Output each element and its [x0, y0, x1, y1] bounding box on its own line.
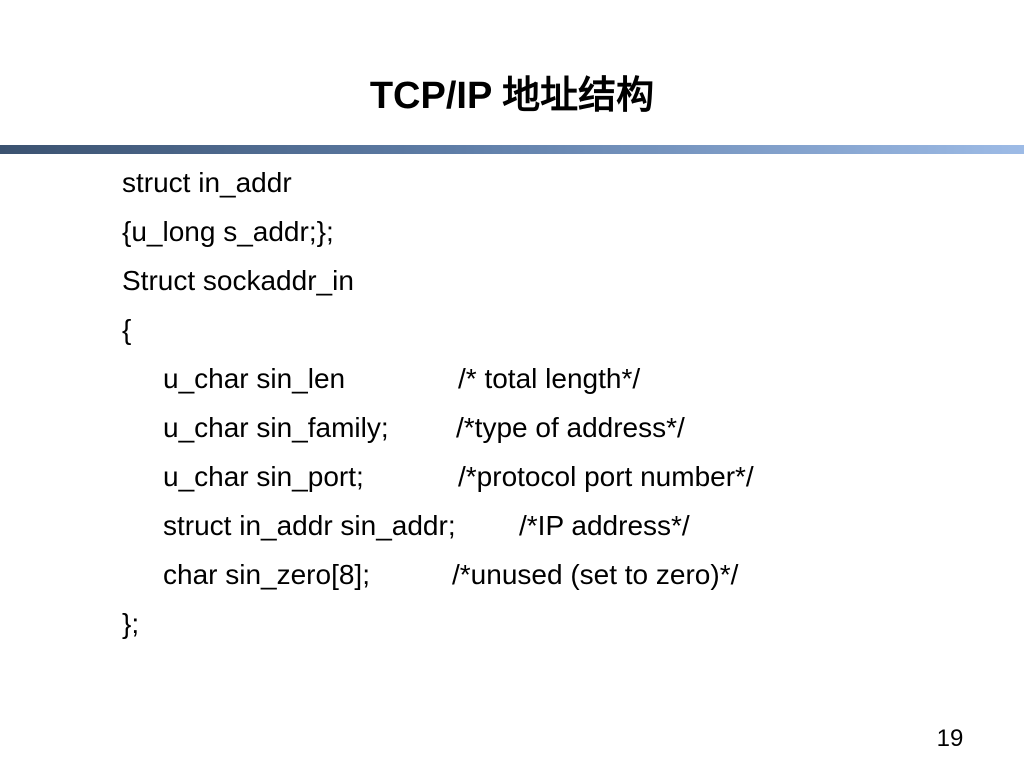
code-comment: /* total length*/: [458, 363, 641, 394]
slide-title: TCP/IP 地址结构: [369, 75, 655, 117]
code-text: u_char sin_port;: [163, 461, 364, 492]
code-text: struct in_addr: [122, 167, 292, 198]
code-line: {u_long s_addr;};: [122, 211, 982, 260]
code-line: struct in_addr sin_addr; /*IP address*/: [122, 505, 982, 554]
code-comment: /*IP address*/: [519, 510, 690, 541]
code-line: u_char sin_family; /*type of address*/: [122, 407, 982, 456]
title-divider: [0, 145, 1024, 154]
code-listing: struct in_addr {u_long s_addr;}; Struct …: [122, 162, 982, 652]
code-text: u_char sin_len: [163, 363, 346, 394]
code-line: u_char sin_len /* total length*/: [122, 358, 982, 407]
code-text: {: [122, 314, 132, 345]
code-line: };: [122, 603, 982, 652]
code-text: Struct sockaddr_in: [122, 265, 354, 296]
page-number: 19: [936, 725, 964, 752]
code-line: struct in_addr: [122, 162, 982, 211]
code-text: u_char sin_family;: [163, 412, 389, 443]
code-text: struct in_addr sin_addr;: [163, 510, 456, 541]
code-line: char sin_zero[8]; /*unused (set to zero)…: [122, 554, 982, 603]
code-text: char sin_zero[8];: [163, 559, 370, 590]
code-text: };: [122, 608, 140, 639]
code-comment: /*protocol port number*/: [458, 461, 754, 492]
code-line: u_char sin_port; /*protocol port number*…: [122, 456, 982, 505]
code-comment: /*unused (set to zero)*/: [452, 559, 739, 590]
code-text: {u_long s_addr;};: [122, 216, 334, 247]
code-line: Struct sockaddr_in: [122, 260, 982, 309]
code-comment: /*type of address*/: [456, 412, 685, 443]
code-line: {: [122, 309, 982, 358]
